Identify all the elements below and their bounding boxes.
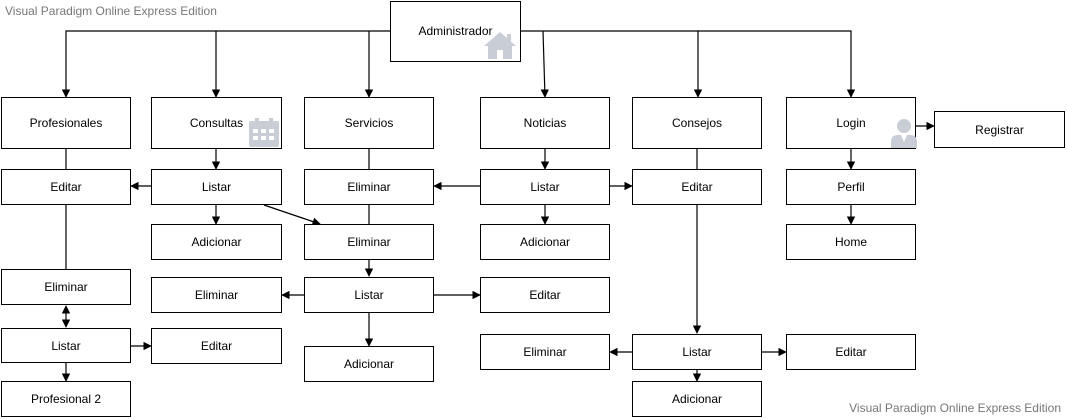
node-label: Consultas	[189, 116, 244, 130]
edge-admin-profesionales	[61, 30, 390, 98]
node-label: Editar	[835, 345, 867, 359]
calendar-icon	[249, 118, 279, 147]
watermark-top: Visual Paradigm Online Express Edition	[5, 4, 217, 18]
node-consejos-listar[interactable]: Listar	[632, 334, 762, 370]
node-cons-listar[interactable]: Listar	[151, 169, 282, 205]
node-serv-adicionar[interactable]: Adicionar	[304, 346, 434, 382]
node-label: Eliminar	[44, 280, 88, 294]
node-login[interactable]: Login	[786, 97, 917, 149]
node-label: Editar	[529, 288, 561, 302]
node-label: Perfil	[837, 180, 865, 194]
node-profesionales[interactable]: Profesionales	[1, 97, 131, 149]
node-consejos[interactable]: Consejos	[632, 97, 762, 149]
node-label: Adicionar	[519, 235, 571, 249]
user-icon	[891, 119, 917, 148]
node-not-eliminar[interactable]: Eliminar	[480, 334, 610, 370]
node-label: Noticias	[523, 116, 567, 130]
node-registrar[interactable]: Registrar	[934, 111, 1065, 148]
node-login-perfil[interactable]: Perfil	[786, 169, 916, 205]
node-label: Servicios	[344, 116, 394, 130]
node-prof-listar[interactable]: Listar	[1, 328, 131, 363]
watermark-bottom: Visual Paradigm Online Express Edition	[849, 401, 1061, 415]
node-label: Eliminar	[347, 180, 391, 194]
node-label: Adicionar	[343, 357, 395, 371]
node-label: Eliminar	[194, 288, 239, 302]
node-cons-eliminar[interactable]: Eliminar	[151, 277, 282, 313]
node-label: Editar	[200, 339, 233, 353]
edge-admin-noticias	[540, 30, 549, 98]
node-label: Listar	[530, 180, 560, 194]
node-serv-listar[interactable]: Listar	[304, 277, 434, 313]
node-label: Adicionar	[671, 392, 723, 406]
node-label: Home	[834, 235, 867, 249]
node-label: Editar	[681, 180, 713, 194]
node-label: Editar	[50, 180, 82, 194]
node-not-listar[interactable]: Listar	[480, 169, 610, 205]
node-label: Consejos	[671, 116, 723, 130]
node-label: Registrar	[975, 122, 1024, 137]
node-label: Listar	[354, 288, 384, 302]
node-login-home[interactable]: Home	[786, 224, 916, 260]
node-label: Eliminar	[523, 345, 567, 359]
node-not-editar[interactable]: Editar	[480, 277, 610, 313]
node-label: Login	[836, 116, 866, 130]
edge-admin-login	[698, 30, 856, 98]
edge-cons-listar-eliminar	[263, 204, 321, 226]
node-servicios[interactable]: Servicios	[304, 97, 434, 149]
node-consultas[interactable]: Consultas	[151, 97, 282, 149]
home-icon	[484, 32, 516, 59]
node-label: Administrador	[418, 23, 493, 38]
node-prof-eliminar[interactable]: Eliminar	[1, 269, 131, 305]
node-label: Adicionar	[191, 235, 242, 249]
node-label: Listar	[682, 345, 712, 359]
edge-admin-consejos	[520, 30, 703, 98]
node-serv-eliminar2[interactable]: Eliminar	[304, 224, 434, 260]
node-consejos-editar2[interactable]: Editar	[786, 334, 916, 370]
node-prof-profesional2[interactable]: Profesional 2	[1, 381, 131, 417]
node-administrador[interactable]: Administrador	[390, 1, 521, 62]
node-not-adicionar[interactable]: Adicionar	[480, 224, 610, 260]
node-label: Profesionales	[29, 116, 103, 130]
node-prof-editar[interactable]: Editar	[1, 169, 131, 205]
node-label: Profesional 2	[30, 392, 102, 406]
node-consejos-adicionar[interactable]: Adicionar	[632, 381, 762, 417]
node-serv-eliminar[interactable]: Eliminar	[304, 169, 434, 205]
node-label: Eliminar	[347, 235, 391, 249]
node-label: Listar	[201, 180, 232, 194]
node-noticias[interactable]: Noticias	[480, 97, 610, 149]
node-cons-adicionar[interactable]: Adicionar	[151, 224, 282, 260]
node-consejos-editar[interactable]: Editar	[632, 169, 762, 205]
node-cons-editar[interactable]: Editar	[151, 328, 282, 364]
node-label: Listar	[51, 338, 81, 353]
